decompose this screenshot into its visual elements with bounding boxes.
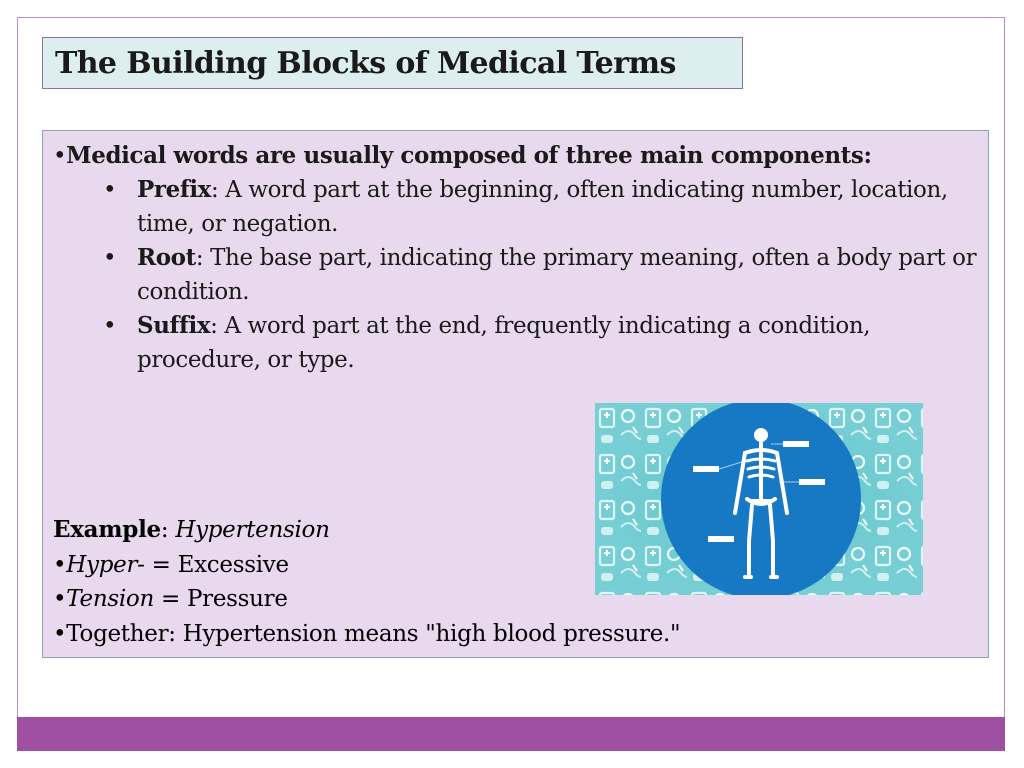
example-line-tension: •Tension = Pressure [53,582,680,617]
bullet: • [53,586,67,612]
word-meaning: = Pressure [153,586,288,612]
word-part: Hyper- [66,551,145,578]
term-description: : A word part at the beginning, often in… [137,177,948,237]
footer-accent-bar [17,717,1005,751]
term-description: : A word part at the end, frequently ind… [137,313,871,373]
word-meaning: = Excessive [144,551,289,578]
example-section: Example: Hypertension •Hyper- = Excessiv… [53,513,681,651]
intro-bullet: • [53,143,67,169]
term-root: Root [137,244,196,271]
bullet: • [103,177,117,203]
word-part: Tension [66,586,154,612]
term-suffix: Suffix [137,312,211,339]
skeleton [733,428,789,579]
example-word: Hypertension [175,517,330,543]
bullet: • [53,551,67,578]
components-list: • Prefix: A word part at the beginning, o… [53,173,978,377]
intro-paragraph: •Medical words are usually composed of t… [53,139,978,173]
example-label: Example [53,516,161,543]
example-separator: : [160,517,176,543]
list-item: • Suffix: A word part at the end, frequen… [53,309,978,377]
content-text: •Medical words are usually composed of t… [53,139,978,377]
intro-text: Medical words are usually composed of th… [66,142,872,169]
title-box: The Building Blocks of Medical Terms [42,37,743,89]
bullet: • [103,313,117,339]
example-together: •Together: Hypertension means "high bloo… [53,620,681,647]
example-heading: Example: Hypertension [53,513,680,548]
example-line-hyper: •Hyper- = Excessive [53,548,680,583]
list-item: • Prefix: A word part at the beginning, o… [53,173,978,241]
page-title: The Building Blocks of Medical Terms [55,46,676,81]
bullet: • [103,245,117,271]
illustration-svg [595,399,923,599]
list-item: • Root: The base part, indicating the pri… [53,241,978,309]
content-box: •Medical words are usually composed of t… [42,130,989,658]
skeleton-body-diagram-icon [595,399,923,599]
term-description: : The base part, indicating the primary … [137,245,977,305]
term-prefix: Prefix [137,176,211,203]
